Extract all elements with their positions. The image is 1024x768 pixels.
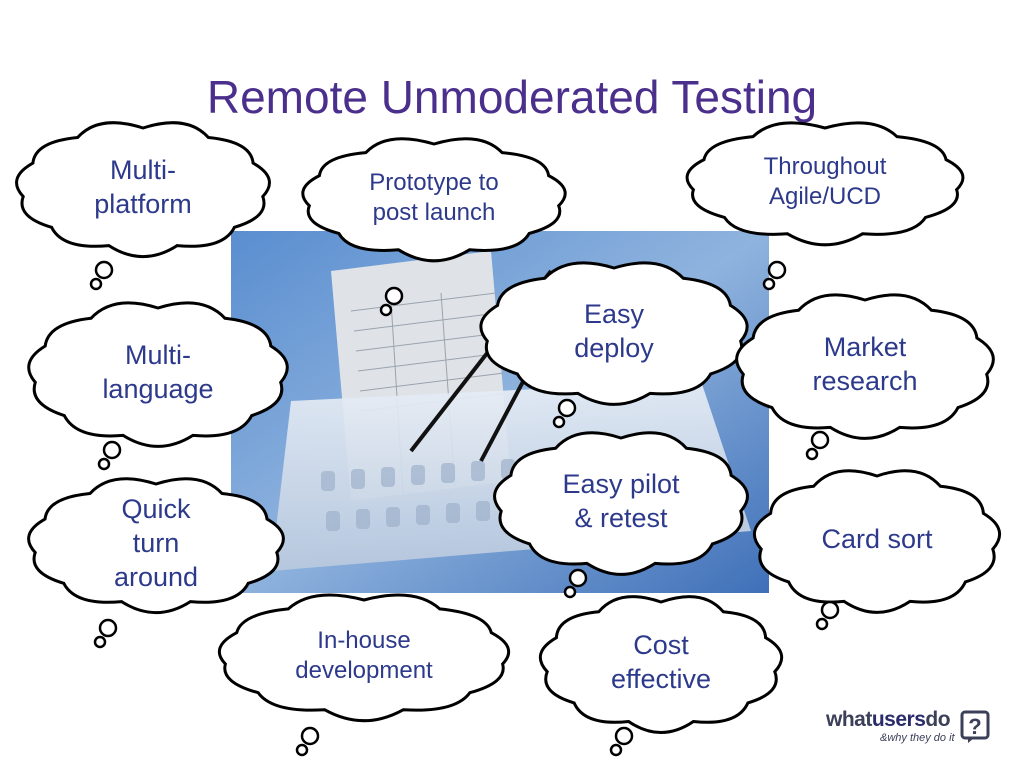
cloud-shape <box>685 121 965 247</box>
logo-suffix: do <box>925 708 951 731</box>
cloud-shape <box>493 431 749 576</box>
thought-bubble-easy-deploy: Easy deploy <box>476 258 752 406</box>
slide-title: Remote Unmoderated Testing <box>206 71 818 123</box>
thought-bubble-multi-language: Multi- language <box>24 298 292 448</box>
thought-bubble-text: Multi- language <box>102 340 214 404</box>
svg-text:?: ? <box>968 714 981 739</box>
thought-bubble-text: Multi- platform <box>94 155 192 219</box>
thought-bubble-easy-pilot: Easy pilot & retest <box>490 428 752 576</box>
thought-bubble-tail <box>89 260 114 291</box>
logo-tagline: &why they do it <box>880 732 955 744</box>
thought-bubble-text: Easy pilot & retest <box>562 469 680 533</box>
thought-bubble-tail <box>762 260 787 291</box>
logo-wordmark: whatusersdo <box>826 708 951 732</box>
thought-bubble-text: Throughout Agile/UCD <box>763 153 887 210</box>
thought-bubble-tail <box>93 618 118 649</box>
whatusersdo-logo: whatusersdo &why they do it ? <box>826 708 996 750</box>
thought-bubble-tail <box>815 600 840 631</box>
thought-bubble-cost-effective: Cost effective <box>536 592 786 734</box>
thought-bubble-text: Prototype to post launch <box>369 169 499 226</box>
thought-bubble-tail <box>379 286 404 317</box>
thought-bubble-quick-turn: Quick turn around <box>24 474 288 614</box>
cloud-shape <box>15 121 271 258</box>
cloud-shape <box>479 261 749 406</box>
thought-bubble-text: Market research <box>812 332 918 396</box>
logo-mid: users <box>871 708 926 731</box>
thought-bubble-in-house: In-house development <box>214 590 514 723</box>
thought-bubble-multi-platform: Multi- platform <box>12 118 274 258</box>
logo-prefix: what <box>826 708 872 731</box>
thought-bubble-text: Card sort <box>821 524 933 555</box>
cloud-shape <box>735 293 995 440</box>
thought-bubble-text: Cost effective <box>610 630 712 694</box>
thought-bubble-prototype: Prototype to post launch <box>298 134 570 263</box>
thought-bubble-tail <box>805 430 830 461</box>
cloud-shape <box>27 301 289 448</box>
thought-bubble-tail <box>295 726 320 757</box>
thought-bubble-throughout: Throughout Agile/UCD <box>682 118 968 247</box>
cloud-shape <box>301 137 567 263</box>
thought-bubble-tail <box>563 568 588 599</box>
thought-bubble-text: In-house development <box>295 627 433 684</box>
thought-bubble-tail <box>97 440 122 471</box>
thought-bubble-tail <box>552 398 577 429</box>
question-mark-icon: ? <box>960 710 990 743</box>
thought-bubble-text: Quick turn around <box>113 494 199 592</box>
thought-bubble-tail <box>609 726 634 757</box>
cloud-shape <box>538 595 784 734</box>
thought-bubble-market-research: Market research <box>732 290 998 440</box>
cloud-shape <box>27 477 285 614</box>
thought-bubble-text: Easy deploy <box>574 299 654 363</box>
cloud-shape <box>217 593 511 723</box>
thought-bubble-card-sort: Card sort <box>750 466 1004 614</box>
cloud-shape <box>752 469 1002 614</box>
